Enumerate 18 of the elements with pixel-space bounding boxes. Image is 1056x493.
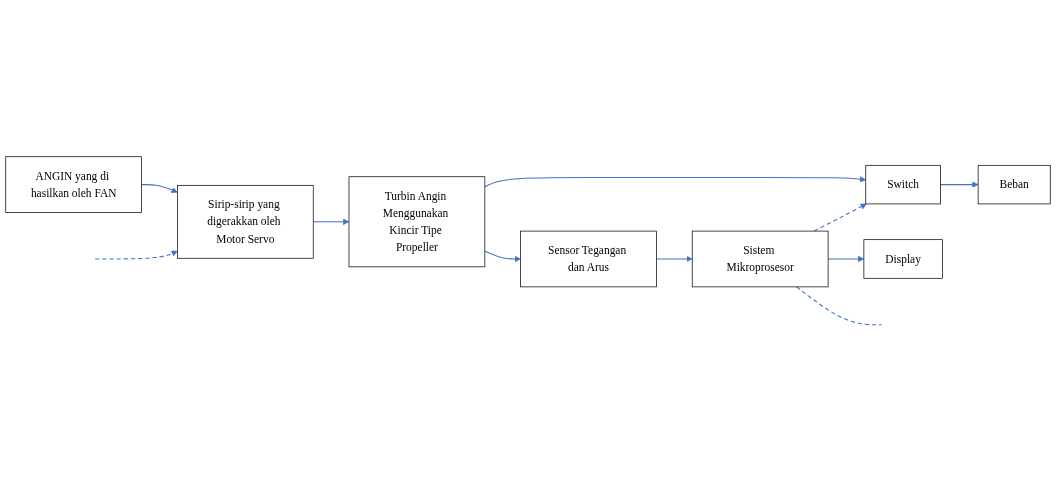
arrow [827, 256, 865, 263]
arrow [655, 256, 693, 263]
arrow [484, 176, 867, 188]
node-box: Switch [865, 165, 941, 205]
arrow [94, 251, 178, 260]
node-box: Sistem Mikroprosesor [691, 231, 829, 288]
arrow [484, 251, 521, 263]
connector [796, 286, 883, 326]
node-box: Turbin Angin Menggunakan Kincir Tipe Propeller [348, 176, 486, 268]
arrow [813, 204, 867, 232]
node-box: Display [863, 239, 943, 280]
arrow [141, 184, 178, 194]
node-box: Sensor Tegangan dan Arus [520, 231, 657, 288]
arrow [939, 181, 979, 189]
node-box: Sirip-sirip yang digerakkan oleh Motor Servo [177, 185, 314, 260]
node-box: ANGIN yang di hasilkan oleh FAN [5, 156, 142, 214]
arrow [312, 219, 350, 226]
node-box: Beban [977, 165, 1051, 205]
